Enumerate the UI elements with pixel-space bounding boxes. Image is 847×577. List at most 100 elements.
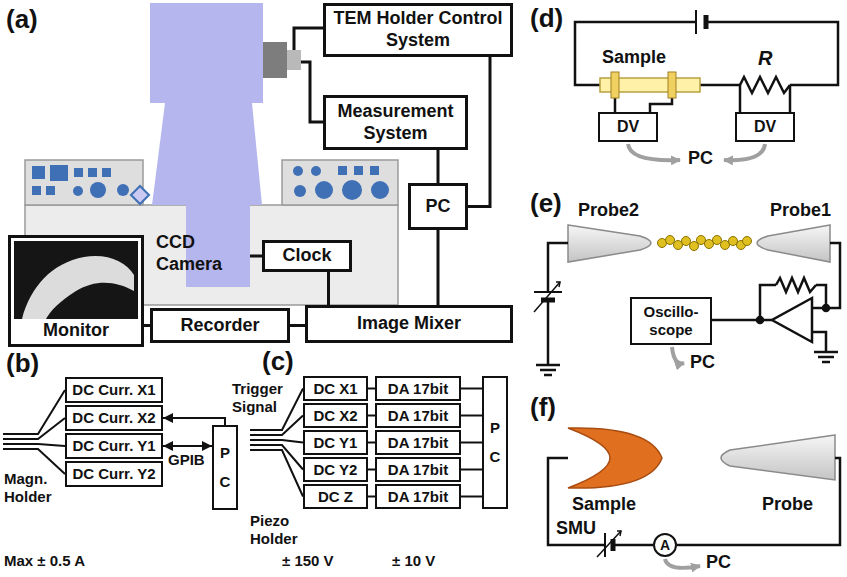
nanoparticle-chain — [666, 236, 675, 245]
nanoparticle-chain — [682, 237, 691, 246]
part-label: Sample — [602, 47, 666, 69]
current-source-box: DC Curr. X2 — [65, 405, 163, 431]
sample-bar — [611, 72, 619, 98]
data-arrow — [628, 144, 765, 568]
amplifier-box: DC Y1 — [303, 430, 368, 455]
console-icons — [371, 181, 389, 199]
node-label: Image Mixer — [310, 313, 508, 335]
measurement-circuit — [534, 282, 560, 312]
connector-line — [368, 415, 375, 417]
range-label: ± 150 V — [282, 552, 334, 570]
pc-label: PC — [690, 352, 715, 374]
piezo-holder-wires — [250, 416, 303, 436]
smu-circuit — [677, 458, 840, 545]
recorder-box: Recorder — [150, 308, 290, 343]
panel-letter: (b) — [6, 348, 39, 379]
node-label: DA 17bit — [379, 380, 457, 398]
four-probe-circuit — [789, 85, 792, 112]
connector-line — [327, 272, 330, 305]
probe-tips — [568, 225, 651, 262]
holder-connector — [294, 28, 323, 50]
measurement-circuit — [757, 317, 763, 323]
four-probe-circuit — [575, 10, 838, 112]
node-label: P C — [486, 414, 504, 471]
console-icons — [32, 166, 45, 179]
signal-label: Trigger Signal — [232, 380, 300, 416]
connector-line — [250, 255, 262, 258]
measurement-circuit — [547, 300, 550, 365]
node-label: Oscillo- scope — [634, 303, 708, 339]
node-label: DC Curr. Y2 — [69, 465, 159, 483]
node-label: PC — [413, 196, 463, 218]
connector-line — [368, 469, 375, 471]
connector-line — [461, 388, 482, 390]
console-icons — [311, 166, 321, 176]
sample-crescent — [568, 428, 662, 488]
mixer-box: Image Mixer — [305, 305, 513, 343]
console-icons — [131, 186, 149, 204]
data-arrow — [724, 144, 765, 160]
monitor-screen — [14, 241, 138, 319]
node-label: DA 17bit — [379, 488, 457, 506]
holder-connector — [263, 28, 323, 122]
magnetic-holder-wires — [3, 418, 65, 439]
current-source-box: DC Curr. Y2 — [65, 461, 163, 487]
connector-line — [461, 415, 482, 417]
panel-letter: (f) — [530, 392, 556, 423]
measurement-circuit — [776, 278, 816, 292]
pc-label: PC — [706, 552, 731, 574]
holder-label: Magn. Holder — [4, 470, 60, 506]
smu-circuit — [604, 533, 606, 557]
measurement-circuit — [814, 351, 838, 354]
connector-line — [368, 442, 375, 444]
part-label: Sample — [572, 494, 636, 516]
piezo-holder-wires — [250, 450, 303, 497]
measurement-circuit — [534, 291, 562, 293]
node-label: TEM Holder Control System — [328, 8, 508, 51]
console-icons — [354, 166, 363, 175]
measurement-circuit — [760, 285, 776, 320]
oscilloscope-box: Oscillo- scope — [630, 297, 712, 345]
pc-label: PC — [688, 148, 713, 170]
magnetic-holder-wires — [3, 390, 65, 434]
four-probe-circuit — [739, 85, 742, 112]
sample-crescent — [568, 428, 662, 488]
magnetic-holder-wires — [3, 390, 65, 474]
data-arrow — [628, 144, 680, 160]
node-label: DA 17bit — [379, 434, 457, 452]
measurement-circuit — [812, 332, 826, 352]
panel-letter: (c) — [262, 346, 294, 377]
current-source-box: DC Curr. Y1 — [65, 433, 163, 459]
connector-line — [368, 388, 375, 390]
voltmeter-box: DV — [735, 112, 795, 142]
sample-image — [22, 256, 134, 319]
console-icons — [293, 166, 303, 176]
connector-line — [461, 496, 482, 498]
sample-bar — [600, 72, 700, 98]
console-icons — [294, 185, 306, 197]
amplifier-box: DC Z — [303, 484, 368, 509]
range-label: ± 10 V — [392, 552, 435, 570]
resistor-label: R — [758, 46, 772, 70]
node-label: DA 17bit — [379, 461, 457, 479]
system-box: Measurement System — [323, 95, 468, 150]
probe-tips — [721, 435, 835, 480]
measurement-circuit — [536, 364, 560, 367]
piezo-holder-wires — [250, 445, 303, 470]
converter-box: DA 17bit — [375, 457, 461, 482]
console-icons — [370, 166, 379, 175]
four-probe-circuit — [708, 22, 838, 85]
connector-line — [437, 230, 440, 305]
voltmeter-box: DV — [598, 112, 658, 142]
panel-letter: (d) — [530, 3, 563, 34]
tem-column — [152, 103, 262, 205]
amplifier-box: DC X1 — [303, 376, 368, 401]
converter-box: DA 17bit — [375, 376, 461, 401]
instrument-label: SMU — [556, 518, 596, 540]
node-label: DC Curr. X2 — [69, 409, 159, 427]
measurement-circuit — [818, 356, 834, 359]
node-label: A — [655, 537, 675, 554]
magnetic-holder-wires — [3, 444, 65, 446]
